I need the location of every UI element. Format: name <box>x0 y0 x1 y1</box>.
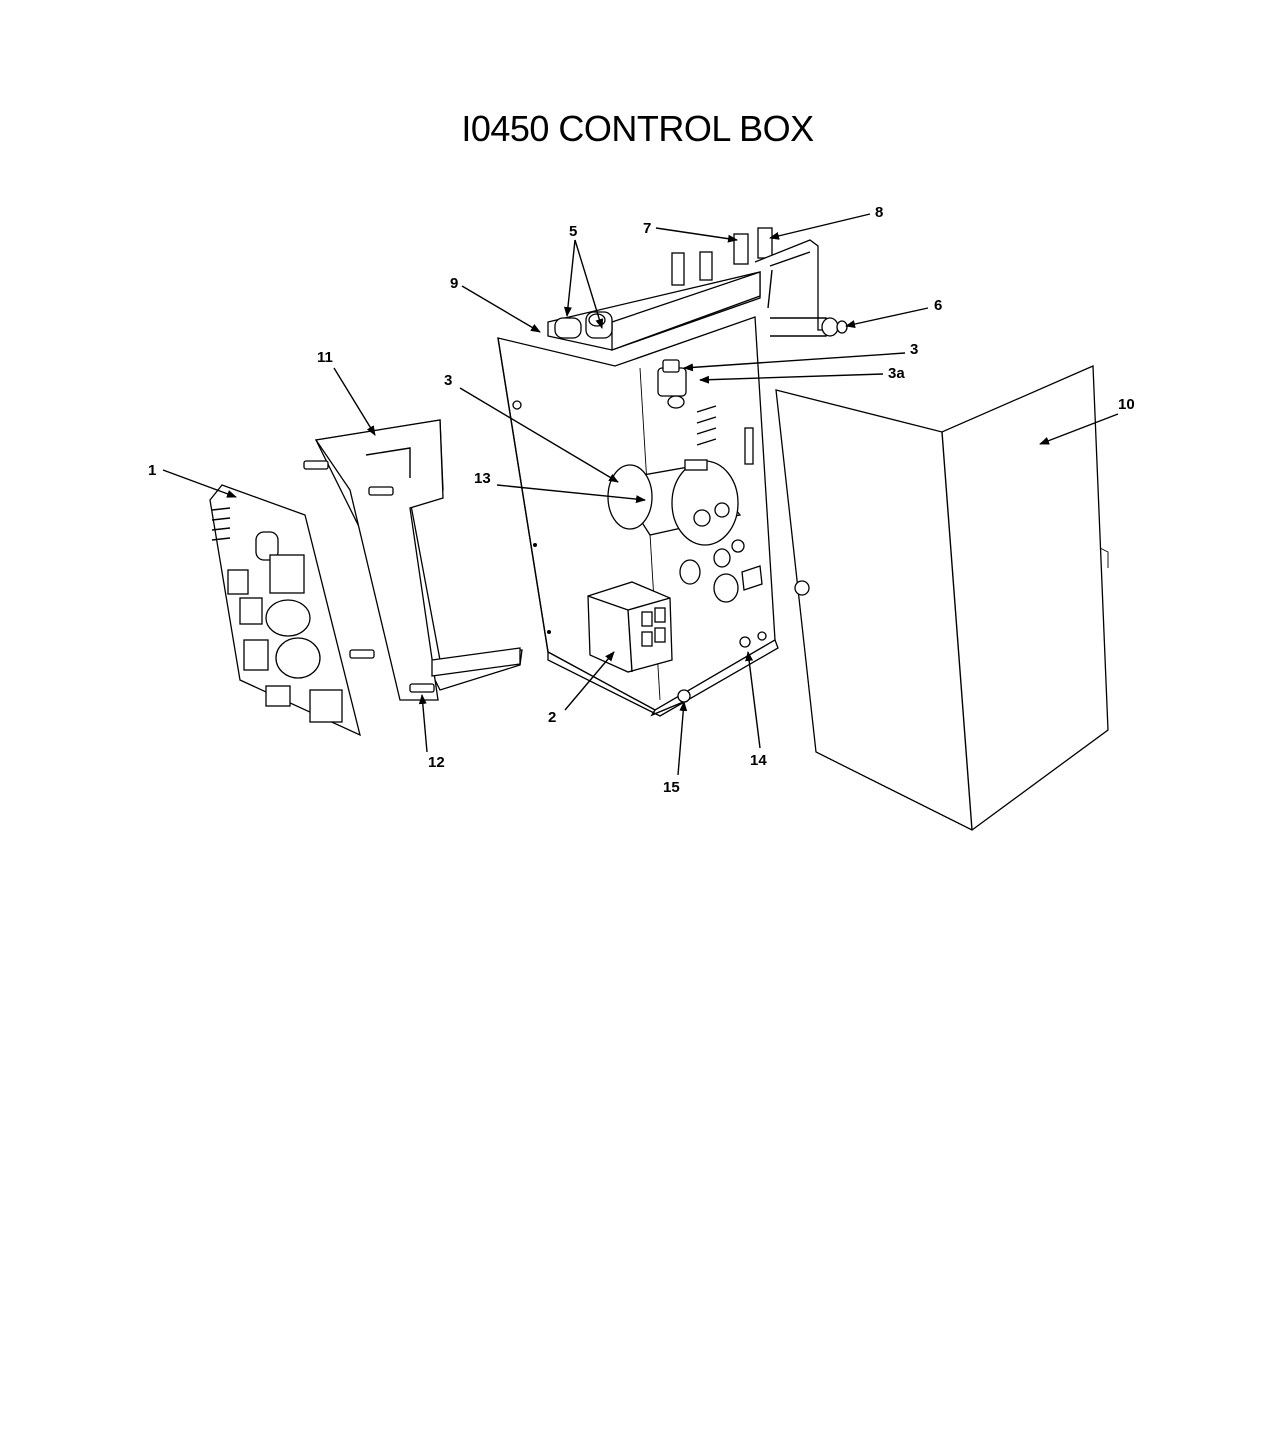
diagram-title: I0450 CONTROL BOX <box>461 108 814 149</box>
part-13-capacitor <box>607 459 742 546</box>
callout-3: 3 <box>910 341 918 358</box>
callout-12: 12 <box>428 754 445 771</box>
part-3-relay <box>657 359 687 409</box>
callout-leaders <box>162 213 1119 776</box>
callout-3a: 3a <box>888 365 905 382</box>
callout-labels: 1 2 3 3 3a 5 6 7 8 9 10 11 12 13 14 15 <box>148 204 1135 796</box>
callout-8: 8 <box>875 204 883 221</box>
callout-5: 5 <box>569 223 577 240</box>
callout-9: 9 <box>450 275 458 292</box>
callout-3: 3 <box>444 372 452 389</box>
callout-1: 1 <box>148 462 156 479</box>
callout-2: 2 <box>548 709 556 726</box>
callout-7: 7 <box>643 220 651 237</box>
callout-10: 10 <box>1118 396 1135 413</box>
callout-14: 14 <box>750 752 767 769</box>
callout-15: 15 <box>663 779 680 796</box>
part-10-cover <box>775 365 1109 831</box>
callout-11: 11 <box>317 349 333 366</box>
top-assembly <box>547 227 848 351</box>
part-2-contactor <box>587 581 673 673</box>
part-11-bracket <box>303 419 523 701</box>
part-1-control-board <box>209 484 361 737</box>
callout-13: 13 <box>474 470 491 487</box>
callout-6: 6 <box>934 297 942 314</box>
